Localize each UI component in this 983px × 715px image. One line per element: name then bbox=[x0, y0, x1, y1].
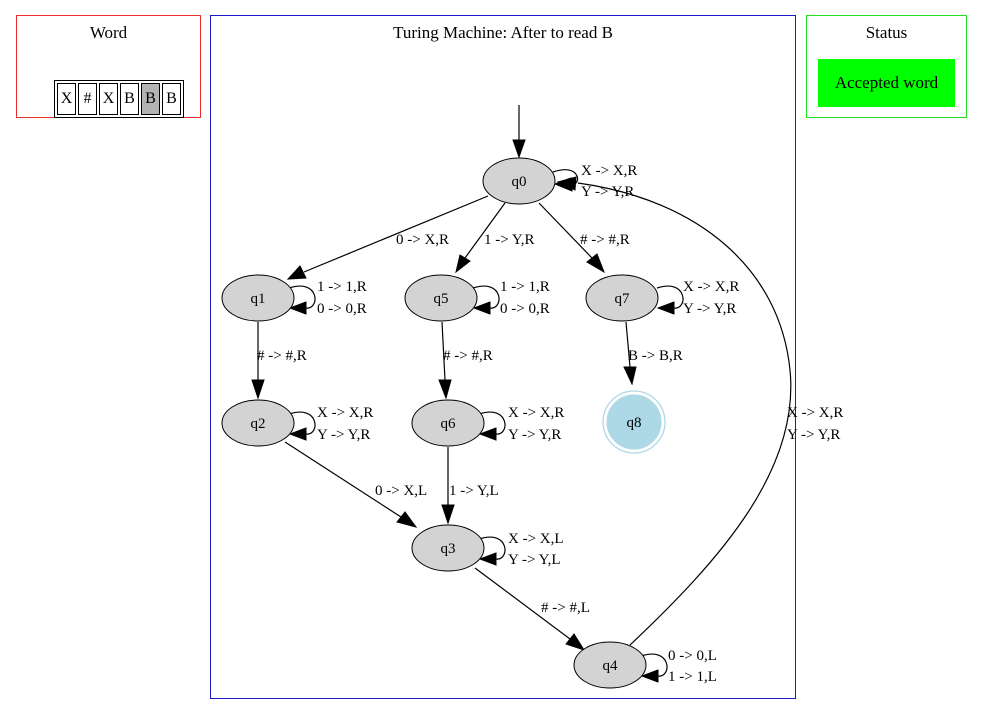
label-q7-q8: B -> B,R bbox=[628, 348, 683, 364]
state-q5-label: q5 bbox=[434, 291, 449, 307]
edge-q1-q2-arrowhead bbox=[251, 379, 265, 400]
state-q7-label: q7 bbox=[615, 291, 631, 307]
status-message: Accepted word bbox=[818, 59, 955, 107]
edge-q4-q0 bbox=[577, 182, 792, 646]
edge-q0-q1 bbox=[303, 195, 489, 273]
label-q0-q5: 1 -> Y,R bbox=[484, 232, 535, 248]
state-q5: q5 bbox=[404, 274, 478, 322]
state-q2-label: q2 bbox=[251, 416, 266, 432]
loop-q4-arrowhead bbox=[640, 669, 659, 683]
label-q2-loop-2: Y -> Y,R bbox=[317, 427, 370, 443]
loop-q1 bbox=[288, 285, 316, 309]
word-panel-title: Word bbox=[89, 23, 128, 42]
edge-q3-q4-arrowhead bbox=[565, 633, 586, 651]
label-q0-loop-2: Y -> Y,R bbox=[581, 184, 634, 200]
edge-q2-q3 bbox=[284, 441, 402, 518]
edge-q2-q3-arrowhead bbox=[396, 511, 418, 528]
edge-q0-q1-arrowhead bbox=[286, 265, 307, 280]
state-q0: q0 bbox=[482, 157, 556, 205]
label-q6-loop-2: Y -> Y,R bbox=[508, 427, 561, 443]
loop-q3-arrowhead bbox=[478, 552, 497, 566]
state-q2: q2 bbox=[221, 399, 295, 447]
state-q6: q6 bbox=[411, 399, 485, 447]
state-q8-label: q8 bbox=[627, 415, 642, 431]
start-arrowhead bbox=[512, 139, 526, 159]
loop-q7-arrowhead bbox=[656, 301, 675, 315]
label-q3-loop-2: Y -> Y,L bbox=[508, 552, 561, 568]
loop-q0-arrowhead bbox=[553, 177, 573, 192]
loop-q6 bbox=[478, 411, 506, 435]
label-q0-q7: # -> #,R bbox=[580, 232, 630, 248]
edge-q5-q6-arrowhead bbox=[438, 379, 452, 400]
turing-machine-title: Turing Machine: After to read B bbox=[393, 23, 613, 42]
state-q4: q4 bbox=[573, 641, 647, 689]
loop-q4 bbox=[640, 653, 668, 677]
label-q4-loop-2: 1 -> 1,L bbox=[668, 669, 717, 685]
label-q5-loop-1: 1 -> 1,R bbox=[500, 279, 550, 295]
state-q3-label: q3 bbox=[441, 541, 456, 557]
label-q3-q4: # -> #,L bbox=[541, 600, 590, 616]
tape-cell-head: B bbox=[141, 83, 160, 115]
state-q6-label: q6 bbox=[441, 416, 457, 432]
edge-q3-q4 bbox=[474, 567, 571, 640]
edge-q7-q8 bbox=[625, 321, 631, 368]
label-q3-loop-1: X -> X,L bbox=[508, 531, 564, 547]
label-q2-loop-1: X -> X,R bbox=[317, 405, 373, 421]
label-q0-loop-1: X -> X,R bbox=[581, 163, 637, 179]
label-q2-q3: 0 -> X,L bbox=[375, 483, 427, 499]
label-q0-q1: 0 -> X,R bbox=[396, 232, 449, 248]
state-q8: q8 bbox=[602, 390, 666, 454]
loop-q2 bbox=[288, 411, 316, 435]
loop-q2-arrowhead bbox=[288, 427, 307, 441]
state-q7: q7 bbox=[585, 274, 659, 322]
loop-q5-arrowhead bbox=[472, 301, 491, 315]
label-q4-q0-2: Y -> Y,R bbox=[787, 427, 840, 443]
edge-q0-q5-arrowhead bbox=[455, 254, 471, 274]
label-q5-loop-2: 0 -> 0,R bbox=[500, 301, 550, 317]
label-q7-loop-1: X -> X,R bbox=[683, 279, 739, 295]
label-q7-loop-2: Y -> Y,R bbox=[683, 301, 736, 317]
turing-machine-panel: Turing Machine: After to read B bbox=[210, 15, 796, 699]
status-panel-title: Status bbox=[865, 23, 908, 42]
label-q1-loop-1: 1 -> 1,R bbox=[317, 279, 367, 295]
loop-q0 bbox=[552, 169, 578, 185]
state-q3: q3 bbox=[411, 524, 485, 572]
edge-q7-q8-arrowhead bbox=[623, 366, 637, 386]
tape-cell: # bbox=[78, 83, 97, 115]
state-q1-label: q1 bbox=[251, 291, 266, 307]
edge-q0-q7 bbox=[538, 202, 593, 259]
loop-q1-arrowhead bbox=[288, 301, 307, 315]
loop-q6-arrowhead bbox=[478, 427, 497, 441]
label-q4-q0-1: X -> X,R bbox=[787, 405, 843, 421]
tape-cell: B bbox=[162, 83, 181, 115]
state-q4-label: q4 bbox=[603, 658, 619, 674]
label-q1-q2: # -> #,R bbox=[257, 348, 307, 364]
label-q4-loop-1: 0 -> 0,L bbox=[668, 648, 717, 664]
edge-q0-q7-arrowhead bbox=[586, 253, 605, 274]
label-q5-q6: # -> #,R bbox=[443, 348, 493, 364]
edge-q0-q5 bbox=[464, 202, 506, 259]
label-q6-loop-1: X -> X,R bbox=[508, 405, 564, 421]
state-q0-label: q0 bbox=[512, 174, 527, 190]
loop-q5 bbox=[472, 285, 500, 309]
tape-cell: X bbox=[99, 83, 118, 115]
tape-cell: X bbox=[57, 83, 76, 115]
state-q1: q1 bbox=[221, 274, 295, 322]
edge-q5-q6 bbox=[441, 321, 446, 381]
loop-q3 bbox=[478, 536, 506, 560]
edge-q6-q3-arrowhead bbox=[441, 504, 455, 525]
tape-cell: B bbox=[120, 83, 139, 115]
loop-q7 bbox=[656, 285, 684, 309]
label-q1-loop-2: 0 -> 0,R bbox=[317, 301, 367, 317]
status-panel: Status bbox=[806, 15, 967, 118]
label-q6-q3: 1 -> Y,L bbox=[449, 483, 499, 499]
